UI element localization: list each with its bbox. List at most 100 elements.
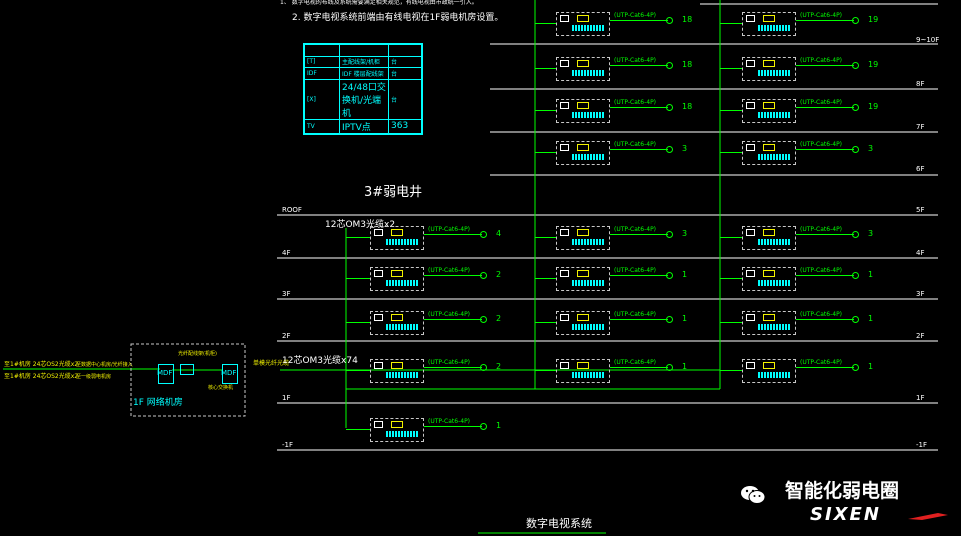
- switch-icon: [391, 421, 403, 428]
- switch-icon: [391, 362, 403, 369]
- outlet-count: 19: [868, 60, 879, 69]
- idf-cabinet: [742, 359, 796, 383]
- odf-icon: [560, 15, 569, 22]
- mdf-right-label: MDF: [221, 369, 237, 377]
- patch-panel-icon: [386, 372, 418, 378]
- cable-type-label: (UTP-Cat6-4P): [614, 57, 657, 64]
- tv-outlet-icon: [666, 316, 673, 323]
- patch-panel-icon: [572, 154, 604, 160]
- legend-icon: IDF: [304, 67, 340, 80]
- riser-cable-label: 12芯OM3光缆x2: [325, 220, 396, 230]
- mdf-room-box: [130, 343, 246, 417]
- cable-segment: [796, 107, 854, 108]
- cable-segment: [796, 319, 854, 320]
- switch-icon: [577, 60, 589, 67]
- odf-icon: [746, 270, 755, 277]
- patch-panel-icon: [758, 280, 790, 286]
- floor-label: 9~10F: [916, 36, 940, 44]
- odf-icon: [374, 229, 383, 236]
- cable-type-label: (UTP-Cat6-4P): [614, 141, 657, 148]
- trunk-spec-label: 12芯OM3光缆x74: [282, 356, 358, 366]
- idf-cabinet: [370, 311, 424, 335]
- tv-outlet-icon: [666, 62, 673, 69]
- idf-cabinet: [556, 99, 610, 123]
- cable-type-label: (UTP-Cat6-4P): [800, 311, 843, 318]
- switch-icon: [763, 362, 775, 369]
- cable-type-label: (UTP-Cat6-4P): [428, 418, 471, 425]
- outlet-count: 3: [682, 144, 688, 153]
- cable-segment: [610, 275, 668, 276]
- patch-panel-icon: [572, 239, 604, 245]
- idf-cabinet: [556, 359, 610, 383]
- cable-segment: [720, 152, 742, 153]
- cable-segment: [720, 237, 742, 238]
- input-note-1: 至数据中心机房/光纤接入: [76, 362, 133, 368]
- drawing-title: 数字电视系统: [526, 517, 592, 530]
- patch-panel-icon: [386, 324, 418, 330]
- idf-cabinet: [370, 267, 424, 291]
- floor-label: 4F: [916, 249, 925, 257]
- floor-label: 1F: [916, 394, 925, 402]
- floor-label: 2F: [282, 332, 291, 340]
- cable-segment: [535, 322, 556, 323]
- idf-cabinet: [556, 311, 610, 335]
- cable-segment: [535, 278, 556, 279]
- tv-outlet-icon: [852, 231, 859, 238]
- switch-icon: [763, 314, 775, 321]
- cable-segment: [424, 275, 482, 276]
- idf-cabinet: [556, 267, 610, 291]
- cable-type-label: (UTP-Cat6-4P): [800, 267, 843, 274]
- tv-outlet-icon: [852, 62, 859, 69]
- cable-segment: [535, 23, 556, 24]
- tv-outlet-icon: [480, 316, 487, 323]
- idf-cabinet: [370, 418, 424, 442]
- odf-icon: [746, 229, 755, 236]
- legend-desc: 主配线架/机柜: [339, 55, 389, 68]
- legend-header-unit: [388, 44, 422, 57]
- legend-desc: 24/48口交换机/光端机: [339, 78, 389, 120]
- cable-type-label: (UTP-Cat6-4P): [614, 311, 657, 318]
- patch-panel-icon: [758, 112, 790, 118]
- tv-outlet-icon: [666, 146, 673, 153]
- tv-outlet-icon: [666, 17, 673, 24]
- floor-lines: [277, 3, 938, 451]
- outlet-count: 2: [496, 270, 502, 279]
- odf-icon: [560, 60, 569, 67]
- idf-cabinet: [742, 267, 796, 291]
- floor-label: 7F: [916, 123, 925, 131]
- tv-outlet-icon: [666, 364, 673, 371]
- cable-segment: [535, 237, 556, 238]
- idf-cabinet: [556, 141, 610, 165]
- outlet-count: 1: [682, 270, 688, 279]
- cable-segment: [720, 322, 742, 323]
- switch-icon: [763, 270, 775, 277]
- floor-label: 4F: [282, 249, 291, 257]
- cable-segment: [346, 278, 370, 279]
- cable-type-label: (UTP-Cat6-4P): [614, 12, 657, 19]
- legend-header-desc: [339, 44, 389, 57]
- cable-segment: [796, 149, 854, 150]
- odf-icon: [746, 60, 755, 67]
- cable-segment: [535, 68, 556, 69]
- idf-cabinet: [742, 141, 796, 165]
- odf-icon: [374, 421, 383, 428]
- idf-cabinet: [742, 12, 796, 36]
- outlet-count: 4: [496, 229, 502, 238]
- outlet-count: 18: [682, 102, 693, 111]
- cable-segment: [796, 234, 854, 235]
- tv-outlet-icon: [666, 272, 673, 279]
- floor-label: -1F: [282, 441, 294, 449]
- outlet-count: 1: [682, 314, 688, 323]
- tv-outlet-icon: [666, 104, 673, 111]
- floor-label: 3F: [916, 290, 925, 298]
- cable-segment: [346, 429, 370, 430]
- tv-outlet-icon: [666, 231, 673, 238]
- tv-outlet-icon: [480, 272, 487, 279]
- cable-segment: [796, 367, 854, 368]
- switch-icon: [391, 229, 403, 236]
- patch-panel-icon: [572, 280, 604, 286]
- watermark: 智能化弱电圈 SIXEN: [738, 478, 953, 528]
- patch-panel-icon: [386, 431, 418, 437]
- legend-unit: 台: [388, 78, 422, 120]
